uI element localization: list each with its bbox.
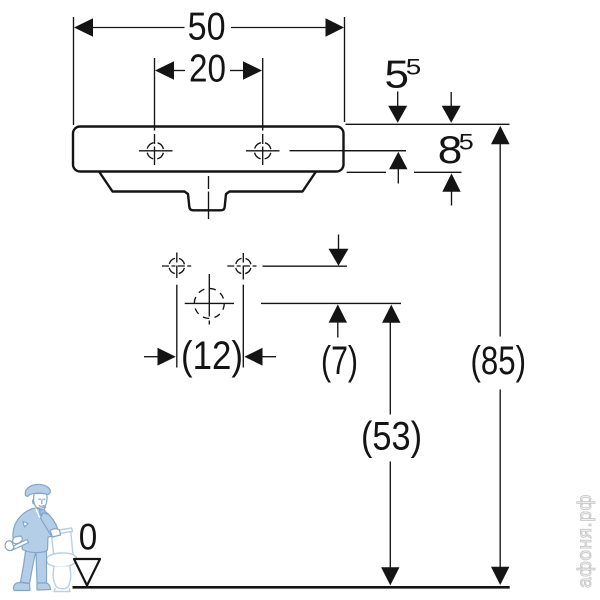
svg-text:(85): (85) (471, 339, 527, 383)
svg-text:8: 8 (438, 129, 463, 172)
svg-text:5: 5 (459, 130, 474, 155)
svg-text:5: 5 (406, 55, 422, 80)
svg-text:20: 20 (189, 48, 226, 91)
svg-text:(7): (7) (321, 339, 358, 383)
svg-text:5: 5 (385, 53, 410, 96)
svg-text:афоня.рф: афоня.рф (575, 494, 596, 588)
svg-text:(12): (12) (181, 334, 243, 378)
svg-text:0: 0 (79, 517, 98, 558)
svg-text:(53): (53) (361, 415, 422, 459)
svg-text:50: 50 (188, 6, 226, 49)
